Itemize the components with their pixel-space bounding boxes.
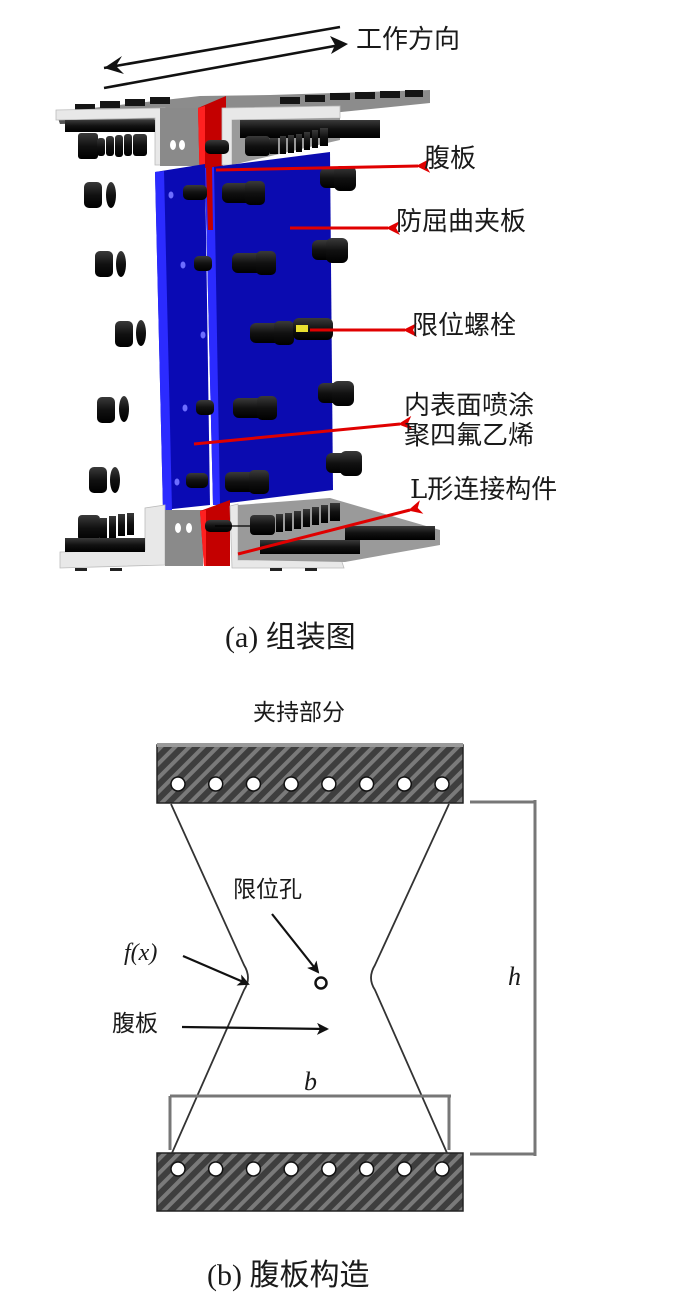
limit-bolt-marker — [296, 325, 308, 332]
direction-arrow-left — [103, 25, 341, 70]
label-fx: f(x) — [124, 940, 158, 966]
caption-a: (a) 组装图 — [225, 621, 356, 654]
top-l-connector — [55, 90, 430, 190]
label-web: 腹板 — [112, 1011, 158, 1037]
clamp-top-holes — [170, 776, 450, 792]
direction-arrow-right — [103, 43, 341, 90]
clamp-bottom-holes — [170, 1161, 450, 1177]
clamp-bolt-hole — [434, 776, 450, 792]
arrow-coating — [193, 415, 413, 446]
arrow-web-plate — [215, 158, 431, 173]
clamp-top — [156, 743, 464, 804]
label-coating-line1: 内表面喷涂 — [404, 391, 535, 421]
clamp-bolt-hole — [358, 776, 375, 792]
clamp-bolt-hole — [207, 1161, 224, 1177]
work-direction-arrows — [103, 25, 348, 90]
clamp-bolt-hole — [207, 776, 224, 792]
label-l-connector: L形连接构件 — [410, 475, 558, 505]
web-outline-right — [370, 803, 450, 1154]
label-web-plate: 腹板 — [424, 144, 477, 174]
clamp-bolt-hole — [170, 776, 186, 792]
label-b: b — [304, 1067, 317, 1096]
clamp-bolt-hole — [245, 1161, 262, 1177]
label-arrows — [193, 158, 431, 556]
dimension-b — [168, 1094, 451, 1150]
arrow-limit-hole — [271, 913, 320, 974]
clamp-bolt-hole — [321, 1161, 337, 1177]
arrow-l-connector — [237, 500, 424, 556]
label-restraint-plate: 防屈曲夹板 — [396, 207, 527, 237]
limit-hole — [314, 976, 328, 990]
clamp-bolt-hole — [283, 1161, 299, 1177]
label-limit-bolt: 限位螺栓 — [412, 311, 517, 341]
web-outline-left — [170, 803, 249, 1154]
arrow-web — [181, 1022, 329, 1035]
clamp-bolt-hole — [245, 776, 262, 792]
bolts — [84, 166, 362, 494]
clamp-bolt-hole — [434, 1161, 450, 1177]
nut-washer — [97, 396, 129, 423]
clamp-bolt-hole — [358, 1161, 375, 1177]
nut-washer — [95, 251, 126, 277]
bottom-l-connector — [59, 498, 440, 571]
arrow-fx — [182, 954, 250, 986]
clamp-bolt-hole — [396, 1161, 413, 1177]
label-limit-hole: 限位孔 — [233, 877, 302, 903]
nut-washer — [115, 320, 146, 347]
clamp-bolt-hole — [321, 776, 337, 792]
nut-washer — [84, 182, 116, 208]
web-plate-bottom — [200, 500, 230, 566]
label-coating-line2: 聚四氟乙烯 — [404, 421, 535, 451]
assembly-diagram — [55, 25, 440, 571]
nut-washer — [89, 467, 120, 493]
label-h: h — [508, 962, 521, 991]
label-clamp: 夹持部分 — [253, 700, 345, 726]
caption-b: (b) 腹板构造 — [207, 1259, 370, 1292]
clamp-bolt-hole — [396, 776, 413, 792]
clamp-bolt-hole — [283, 776, 299, 792]
dimension-h — [470, 800, 537, 1156]
label-work-direction: 工作方向 — [356, 25, 461, 55]
clamp-bolt-hole — [170, 1161, 186, 1177]
clamp-bottom — [156, 1152, 464, 1212]
